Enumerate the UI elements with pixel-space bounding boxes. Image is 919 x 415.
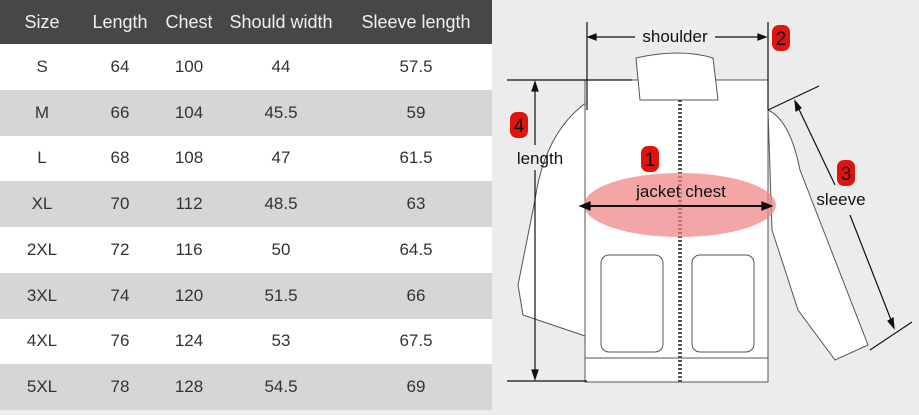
table-cell: 67.5 [399, 331, 433, 351]
table-cell: S [36, 56, 48, 76]
table-cell: 50 [271, 239, 291, 259]
table-cell: 70 [110, 194, 130, 214]
table-header: Size Length Chest Should width Sleeve le… [0, 0, 492, 44]
table-cell: 53 [271, 331, 291, 351]
shoulder-label: shoulder [642, 27, 708, 46]
table-cell: 74 [110, 285, 130, 305]
chest-number: 1 [645, 150, 656, 171]
table-cell: 112 [175, 194, 203, 214]
table-cell: M [34, 102, 50, 122]
table-cell: 5XL [26, 377, 58, 397]
table-cell: 124 [174, 331, 204, 351]
table-cell: 78 [110, 377, 130, 397]
size-table: Size Length Chest Should width Sleeve le… [0, 0, 492, 410]
table-cell: 116 [175, 239, 203, 259]
table-cell: 47 [271, 148, 291, 168]
table-cell: L [37, 148, 47, 168]
table-row: 3XL 74 120 51.5 66 [0, 272, 492, 319]
table-cell: 57.5 [399, 56, 433, 76]
table-row: 4XL 76 124 53 67.5 [0, 319, 492, 365]
table-cell: 64.5 [399, 239, 433, 259]
table-cell: 4XL [26, 331, 58, 351]
header-cell: Sleeve length [361, 11, 471, 32]
table-cell: 59 [406, 102, 426, 122]
length-number: 4 [514, 116, 525, 137]
table-row: XL 70 112 48.5 63 [0, 181, 492, 227]
table-row: L 68 108 47 61.5 [0, 136, 492, 182]
table-cell: 100 [174, 56, 204, 76]
table-cell: XL [31, 194, 53, 214]
table-cell: 61.5 [399, 148, 433, 168]
table-row: 5XL 78 128 54.5 69 [0, 364, 492, 410]
table-cell: 108 [174, 148, 204, 168]
right-sleeve [767, 109, 869, 361]
table-cell: 51.5 [264, 285, 298, 305]
table-cell: 104 [174, 102, 204, 122]
collar [635, 52, 719, 101]
table-cell: 3XL [26, 285, 58, 305]
measurement-badges: 2 4 1 3 [510, 25, 855, 186]
right-pocket [691, 254, 755, 353]
table-cell: 69 [406, 377, 426, 397]
length-label: length [517, 149, 563, 168]
left-pocket [600, 254, 664, 353]
table-cell: 48.5 [264, 194, 298, 214]
table-cell: 120 [174, 285, 204, 305]
header-cell: Should width [229, 11, 333, 32]
header-cell: Chest [165, 11, 213, 32]
jacket-measurement-diagram: shoulder length jacket chest sleeve 2 4 … [500, 0, 919, 410]
sleeve-label: sleeve [816, 190, 865, 209]
table-cell: 72 [110, 239, 130, 259]
table-cell: 68 [110, 148, 130, 168]
table-row: 2XL 72 116 50 64.5 [0, 227, 492, 273]
header-cell: Size [24, 11, 60, 32]
table-cell: 63 [406, 194, 426, 214]
table-cell: 54.5 [264, 377, 298, 397]
table-cell: 45.5 [264, 102, 298, 122]
table-cell: 64 [110, 56, 130, 76]
table-cell: 66 [110, 102, 130, 122]
table-cell: 44 [271, 56, 291, 76]
table-cell: 128 [174, 377, 204, 397]
table-row: S 64 100 44 57.5 [0, 44, 492, 90]
table-cell: 76 [110, 331, 130, 351]
table-cell: 2XL [26, 239, 58, 259]
header-cell: Length [92, 11, 148, 32]
chest-label: jacket chest [635, 182, 726, 201]
table-row: M 66 104 45.5 59 [0, 89, 492, 136]
jacket-illustration: shoulder length jacket chest sleeve 2 4 … [507, 22, 913, 383]
sleeve-number: 3 [841, 164, 852, 185]
table-cell: 66 [406, 285, 426, 305]
shoulder-number: 2 [776, 29, 787, 50]
